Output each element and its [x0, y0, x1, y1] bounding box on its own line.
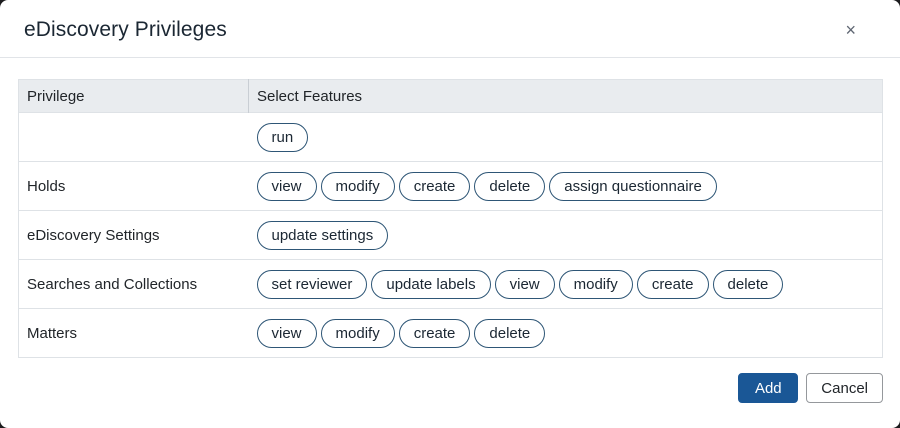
feature-pill-modify[interactable]: modify — [558, 269, 633, 299]
feature-pill-view[interactable]: view — [494, 269, 555, 299]
table-row: eDiscovery Settings update settings — [18, 210, 883, 260]
privilege-label: Searches and Collections — [27, 275, 198, 293]
feature-pill-view[interactable]: view — [256, 318, 317, 348]
dialog-footer: Add Cancel — [0, 361, 900, 428]
dialog-header: eDiscovery Privileges × — [0, 0, 900, 58]
feature-pill-update-settings[interactable]: update settings — [256, 220, 389, 250]
feature-pill-assign-questionnaire[interactable]: assign questionnaire — [549, 171, 717, 201]
feature-pill-delete[interactable]: delete — [712, 269, 784, 299]
close-icon[interactable]: × — [837, 17, 864, 43]
column-header-privilege: Privilege — [18, 79, 249, 113]
feature-pill-modify[interactable]: modify — [320, 318, 395, 348]
add-button[interactable]: Add — [738, 373, 799, 403]
feature-pill-create[interactable]: create — [636, 269, 709, 299]
table-header-row: Privilege Select Features — [18, 79, 883, 113]
feature-pill-set-reviewer[interactable]: set reviewer — [256, 269, 368, 299]
privilege-label: eDiscovery Settings — [27, 226, 160, 244]
feature-pill-view[interactable]: view — [256, 171, 317, 201]
feature-pill-create[interactable]: create — [398, 318, 471, 348]
features-cell: run — [249, 113, 883, 162]
dialog-title: eDiscovery Privileges — [24, 18, 227, 41]
feature-pill-modify[interactable]: modify — [320, 171, 395, 201]
feature-pill-create[interactable]: create — [398, 171, 471, 201]
feature-pill-delete[interactable]: delete — [474, 318, 546, 348]
features-cell: update settings — [249, 211, 883, 260]
feature-pill-run[interactable]: run — [256, 122, 309, 152]
privilege-label: Matters — [27, 324, 78, 342]
feature-pill-delete[interactable]: delete — [474, 171, 546, 201]
feature-pill-update-labels[interactable]: update labels — [371, 269, 491, 299]
column-header-select-features: Select Features — [248, 79, 883, 113]
privilege-label: Holds — [27, 177, 66, 195]
privilege-label — [19, 113, 249, 162]
cancel-button[interactable]: Cancel — [806, 373, 883, 403]
table-row: run — [18, 112, 883, 162]
